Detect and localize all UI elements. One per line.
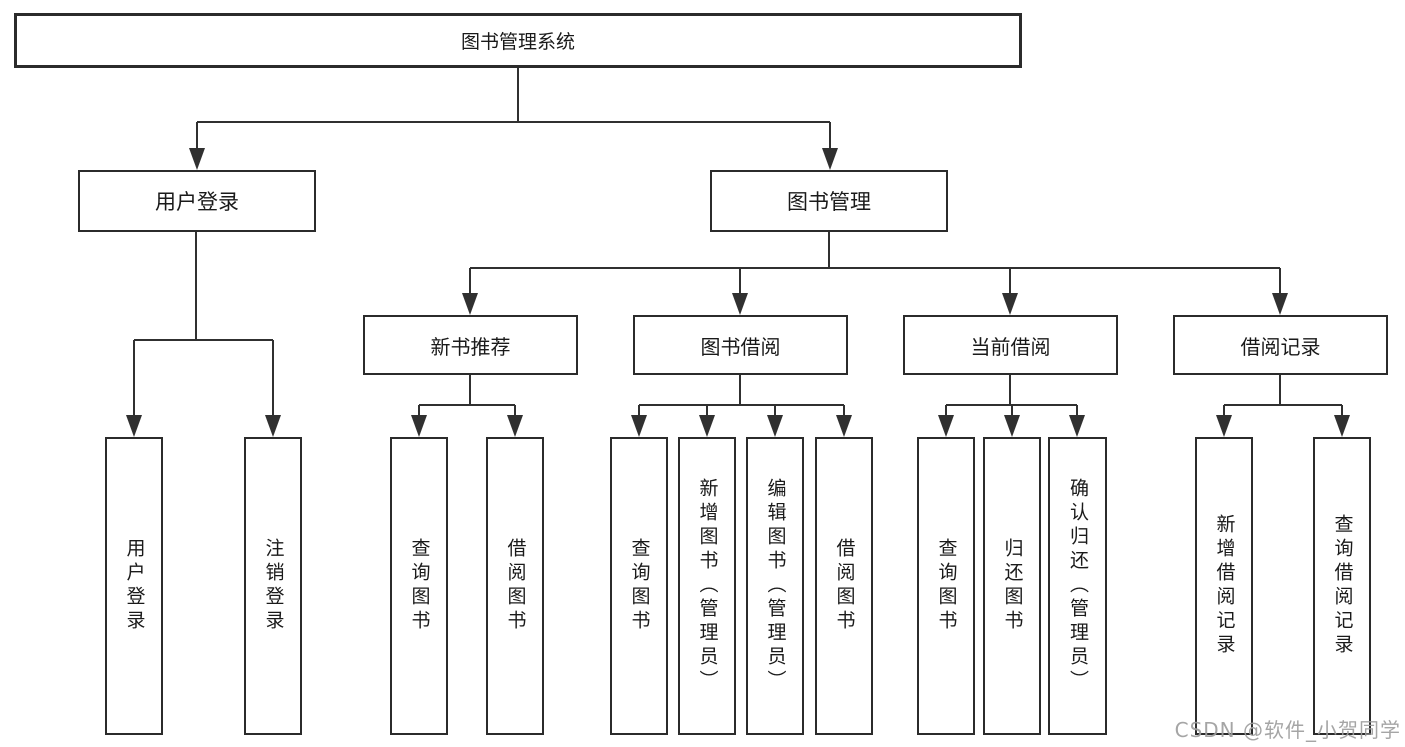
node-confirm-return-admin: 确认归还（管理员） (1048, 437, 1107, 735)
watermark: CSDN @软件_小贺同学 (1174, 718, 1401, 742)
node-current-borrow: 当前借阅 (903, 315, 1118, 375)
node-borrow-books-recommend: 借阅图书 (486, 437, 544, 735)
node-new-book-recommend: 新书推荐 (363, 315, 578, 375)
node-user-login: 用户登录 (105, 437, 163, 735)
node-return-books: 归还图书 (983, 437, 1041, 735)
node-add-books-admin: 新增图书（管理员） (678, 437, 736, 735)
node-book-borrow: 图书借阅 (633, 315, 848, 375)
node-user-login-group: 用户登录 (78, 170, 316, 232)
node-query-books-current: 查询图书 (917, 437, 975, 735)
node-query-borrow-record: 查询借阅记录 (1313, 437, 1371, 735)
node-add-borrow-record: 新增借阅记录 (1195, 437, 1253, 735)
node-borrow-books-borrow: 借阅图书 (815, 437, 873, 735)
node-query-books-borrow: 查询图书 (610, 437, 668, 735)
node-edit-books-admin: 编辑图书（管理员） (746, 437, 804, 735)
node-query-books-recommend: 查询图书 (390, 437, 448, 735)
node-logout: 注销登录 (244, 437, 302, 735)
node-book-management-group: 图书管理 (710, 170, 948, 232)
node-root-library-system: 图书管理系统 (14, 13, 1022, 68)
node-borrow-records: 借阅记录 (1173, 315, 1388, 375)
